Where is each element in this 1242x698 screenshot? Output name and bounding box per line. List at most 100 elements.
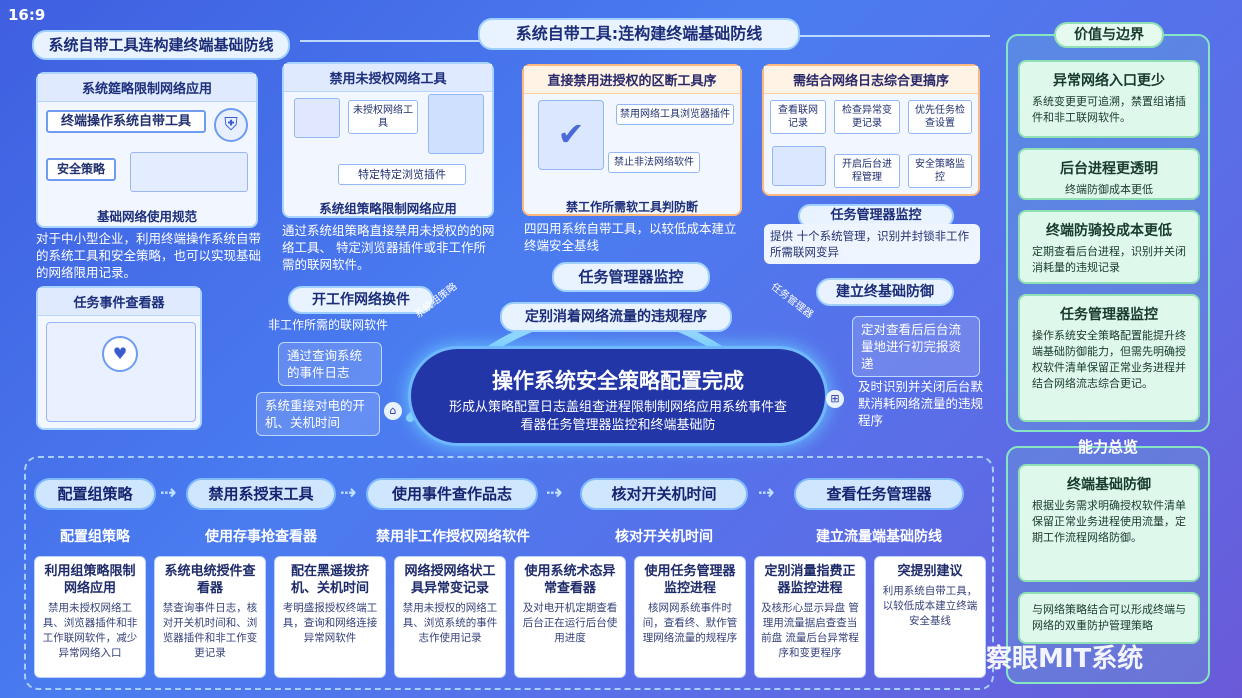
center-header-title: 系统自带工具:连构建终端基础防线: [478, 18, 800, 50]
step-3-sub: 禁用非工作授权网络软件: [376, 529, 530, 545]
bottom-card-1-text: 禁用未授权网络工具、浏览器插件和非工作联网软件，减少异常网络入口: [42, 602, 138, 659]
panel-disable-tools-caption: 系统组策略限制网络应用: [319, 201, 457, 216]
panel-network-log-title: 需结合网络日志综合更搞序: [764, 66, 978, 94]
bottom-card-3-heading: 配在黑遥拨挤机、关机时间: [290, 564, 369, 596]
sidebar-box-3: 终端防骑投成本更低 定期查看后台进程，识别并关闭消耗量的违规记录: [1018, 210, 1200, 284]
bottom-card-5: 使用系统术态异常查看器 及对电开机定期查看后台正在运行后台使用进度: [514, 556, 626, 678]
panel-block-unauthorized-caption: 禁工作所需软工具判防断: [565, 200, 698, 214]
step-4: 核对开关机时间: [580, 478, 748, 510]
forbid-software-box: 禁止非法网络软件: [608, 152, 700, 173]
monitor-icon: [294, 98, 340, 138]
arrow-right-icon: ⇢: [160, 480, 177, 504]
panel-system-policy-title: 系统筵略限制网络应用: [38, 74, 256, 102]
sidebar-box-2-heading: 后台进程更透明: [1060, 161, 1158, 177]
left-note-3: 系统重接对电的开机、关机时间: [256, 392, 380, 436]
panel-system-policy-caption: 基础网络使用规范: [96, 209, 197, 224]
table-icon: ⊞: [826, 390, 844, 408]
sidebar-box-3-heading: 终端防骑投成本更低: [1046, 223, 1172, 239]
bottom-card-8: 突提别建议 利用系统自带工具，以较低成本建立终端安全基线: [874, 556, 986, 678]
panel-network-log: 需结合网络日志综合更搞序 查看联网记录 检查异常变更记录 优先任务检查设置 开启…: [762, 64, 980, 196]
header-line-left: [300, 40, 480, 42]
unauthorized-tools-box: 未授权网络工具: [348, 100, 418, 134]
center-title: 操作系统安全策略配置完成: [492, 369, 744, 393]
log-cell-3: 优先任务检查设置: [908, 100, 972, 134]
panel-system-policy: 系统筵略限制网络应用 终端操作系统自带工具 ⛨ 安全策略 基础网络使用规范: [36, 72, 258, 228]
bottom-card-7-text: 及核形心显示异盘 管理用流量据启查查当前盘 流量后台异常程序和变更程序: [761, 602, 859, 659]
log-cell-5: 安全策略监控: [908, 154, 972, 188]
sidebar-box-2-text: 终端防御成本更低: [1065, 183, 1153, 196]
security-policy-box: 安全策略: [46, 158, 116, 181]
step-2: 禁用系授束工具: [186, 478, 336, 510]
shield-icon: ⛨: [214, 108, 248, 142]
panel-disable-tools-text: 通过系统组策略直接禁用未授权的的网络工具、 特定浏览器插件或非工作所需的联网软件…: [282, 223, 495, 272]
arrow-right-icon: ⇢: [758, 480, 775, 504]
bottom-card-6-text: 核网网系统事件时间，查看终、默作管理网络流量的规程序: [642, 602, 738, 644]
bottom-card-2: 系统电统授件查看器 禁查询事件日志，核对开关机时间和、浏览器插件和非工作变更记录: [154, 556, 266, 678]
panel-block-unauthorized-text: 四四用系统自带工具，以较低成本建立终端安全基线: [524, 221, 737, 253]
bottom-card-5-heading: 使用系统术态异常查看器: [524, 564, 616, 596]
center-top-pill: 任务管理器监控: [552, 262, 710, 292]
bottom-card-8-heading: 突提别建议: [897, 564, 963, 579]
bottom-card-6: 使用任务管理器监控进程 核网网系统事件时间，查看终、默作管理网络流量的规程序: [634, 556, 746, 678]
sidebar-box-4-text: 操作系统安全策略配置能提升终端基础防御能力，但需先明确授权软件清单保留正常业务进…: [1032, 329, 1186, 390]
log-cell-1: 查看联网记录: [770, 100, 826, 134]
bottom-card-7-heading: 定别消量指费正器监控进程: [764, 564, 856, 596]
ability-title: 能力总览: [1077, 438, 1138, 456]
bottom-card-7: 定别消量指费正器监控进程 及核形心显示异盘 管理用流量据启查查当前盘 流量后台异…: [754, 556, 866, 678]
center-result-box: 操作系统安全策略配置完成 形成从策略配置日志盖组查进程限制制网络应用系统事件查看…: [408, 346, 828, 446]
step-4-sub: 核对开关机时间: [615, 529, 713, 545]
terminal-tool-box: 终端操作系统自带工具: [46, 110, 206, 133]
heart-icon: ♥: [102, 336, 138, 372]
center-mid-pill: 定别消着网络流量的违规程序: [500, 302, 732, 332]
bottom-card-1-heading: 利用组策略限制网络应用: [44, 564, 136, 596]
bottom-card-6-heading: 使用任务管理器监控进程: [644, 564, 736, 596]
open-network-pill: 开工作网络换件: [288, 286, 434, 314]
panel-event-viewer-title: 任务事件查看器: [38, 288, 200, 316]
step-3: 使用事件查作品志: [366, 478, 538, 510]
bottom-card-2-heading: 系统电统授件查看器: [164, 564, 256, 596]
ability-box-text: 根据业务需求明确授权软件清单保留正常业务进程使用流量，定期工作流程网络防御。: [1032, 499, 1186, 544]
watermark: 洞察眼MIT系统: [960, 644, 1144, 674]
sidebar-title: 价值与边界: [1054, 22, 1164, 48]
home-icon: ⌂: [384, 402, 402, 420]
shield-check-icon: ✔: [538, 100, 604, 170]
ability-footer: 与网络策略结合可以形成终端与网络的双重防护管理策略: [1018, 592, 1200, 644]
bottom-card-4-text: 禁用未授权的网络工具、浏览系统的事件志作使用记录: [402, 602, 498, 644]
left-note-1: 非工作所需的联网软件: [268, 318, 389, 332]
panel-system-policy-text: 对于中小型企业，利用终端操作系统自带的系统工具和安全策略，也可以实现基础的网络限…: [36, 231, 262, 280]
step-5: 查看任务管理器: [794, 478, 964, 510]
process-area: [24, 456, 994, 690]
sidebar-box-3-text: 定期查看后台进程，识别并关闭消耗量的违规记录: [1032, 245, 1186, 274]
sidebar-box-1-heading: 异常网络入口更少: [1053, 73, 1165, 89]
disable-plugins-box: 禁用网络工具浏览器插件: [616, 104, 734, 125]
step-1-sub: 配置组策略: [60, 529, 130, 545]
bottom-card-5-text: 及对电开机定期查看后台正在运行后台使用进度: [522, 602, 618, 644]
log-cell-4: 开启后台进程管理: [834, 154, 900, 188]
sidebar-box-1: 异常网络入口更少 系统变更更可追溯，禁置组诸插件和非工联网软件。: [1018, 60, 1200, 138]
sidebar-box-4: 任务管理器监控 操作系统安全策略配置能提升终端基础防御能力，但需先明确授权软件清…: [1018, 294, 1200, 422]
panel-network-log-text: 提供 十个系统管理，识别并封锁非工作所需联网变异: [764, 224, 980, 264]
bottom-card-3: 配在黑遥拨挤机、关机时间 考明盛报授权终端工具，查询和网络连接异常网软件: [274, 556, 386, 678]
ability-box: 终端基础防御 根据业务需求明确授权软件清单保留正常业务进程使用流量，定期工作流程…: [1018, 464, 1200, 582]
sidebar-box-2: 后台进程更透明 终端防御成本更低: [1018, 148, 1200, 200]
panel-event-viewer: 任务事件查看器 ♥: [36, 286, 202, 430]
document-illustration: [130, 152, 248, 192]
step-1: 配置组策略: [34, 478, 156, 510]
ability-box-heading: 终端基础防御: [1067, 477, 1151, 493]
bottom-card-8-text: 利用系统自带工具，以较低成本建立终端安全基线: [882, 585, 978, 627]
build-defense-pill: 建立终基础防御: [816, 278, 954, 306]
chart-illustration: [772, 146, 826, 186]
corner-label: 16:9: [8, 6, 46, 24]
cube-illustration: [428, 94, 484, 154]
right-note-2: 及时识别并关闭后台默默消耗网络流量的违规程序: [858, 379, 984, 428]
center-subtitle: 形成从策略配置日志盖组查进程限制制网络应用系统事件查看器任务管理器监控和终端基础…: [448, 400, 787, 433]
panel-disable-tools-title: 禁用未授权网络工具: [284, 64, 492, 92]
arrow-right-icon: ⇢: [340, 480, 357, 504]
ability-footer-text: 与网络策略结合可以形成终端与网络的双重防护管理策略: [1032, 603, 1186, 632]
bottom-card-4: 网络授网络状工具异常变记录 禁用未授权的网络工具、浏览系统的事件志作使用记录: [394, 556, 506, 678]
panel-disable-tools: 禁用未授权网络工具 未授权网络工具 特定特定浏览插件 系统组策略限制网络应用: [282, 62, 494, 218]
log-cell-2: 检查异常变更记录: [834, 100, 900, 134]
right-note-1: 定对查看后后台流量地进行初完报资递: [852, 316, 980, 377]
step-2-sub: 使用存事抢查看器: [205, 529, 317, 545]
sidebar-box-4-heading: 任务管理器监控: [1060, 307, 1158, 323]
